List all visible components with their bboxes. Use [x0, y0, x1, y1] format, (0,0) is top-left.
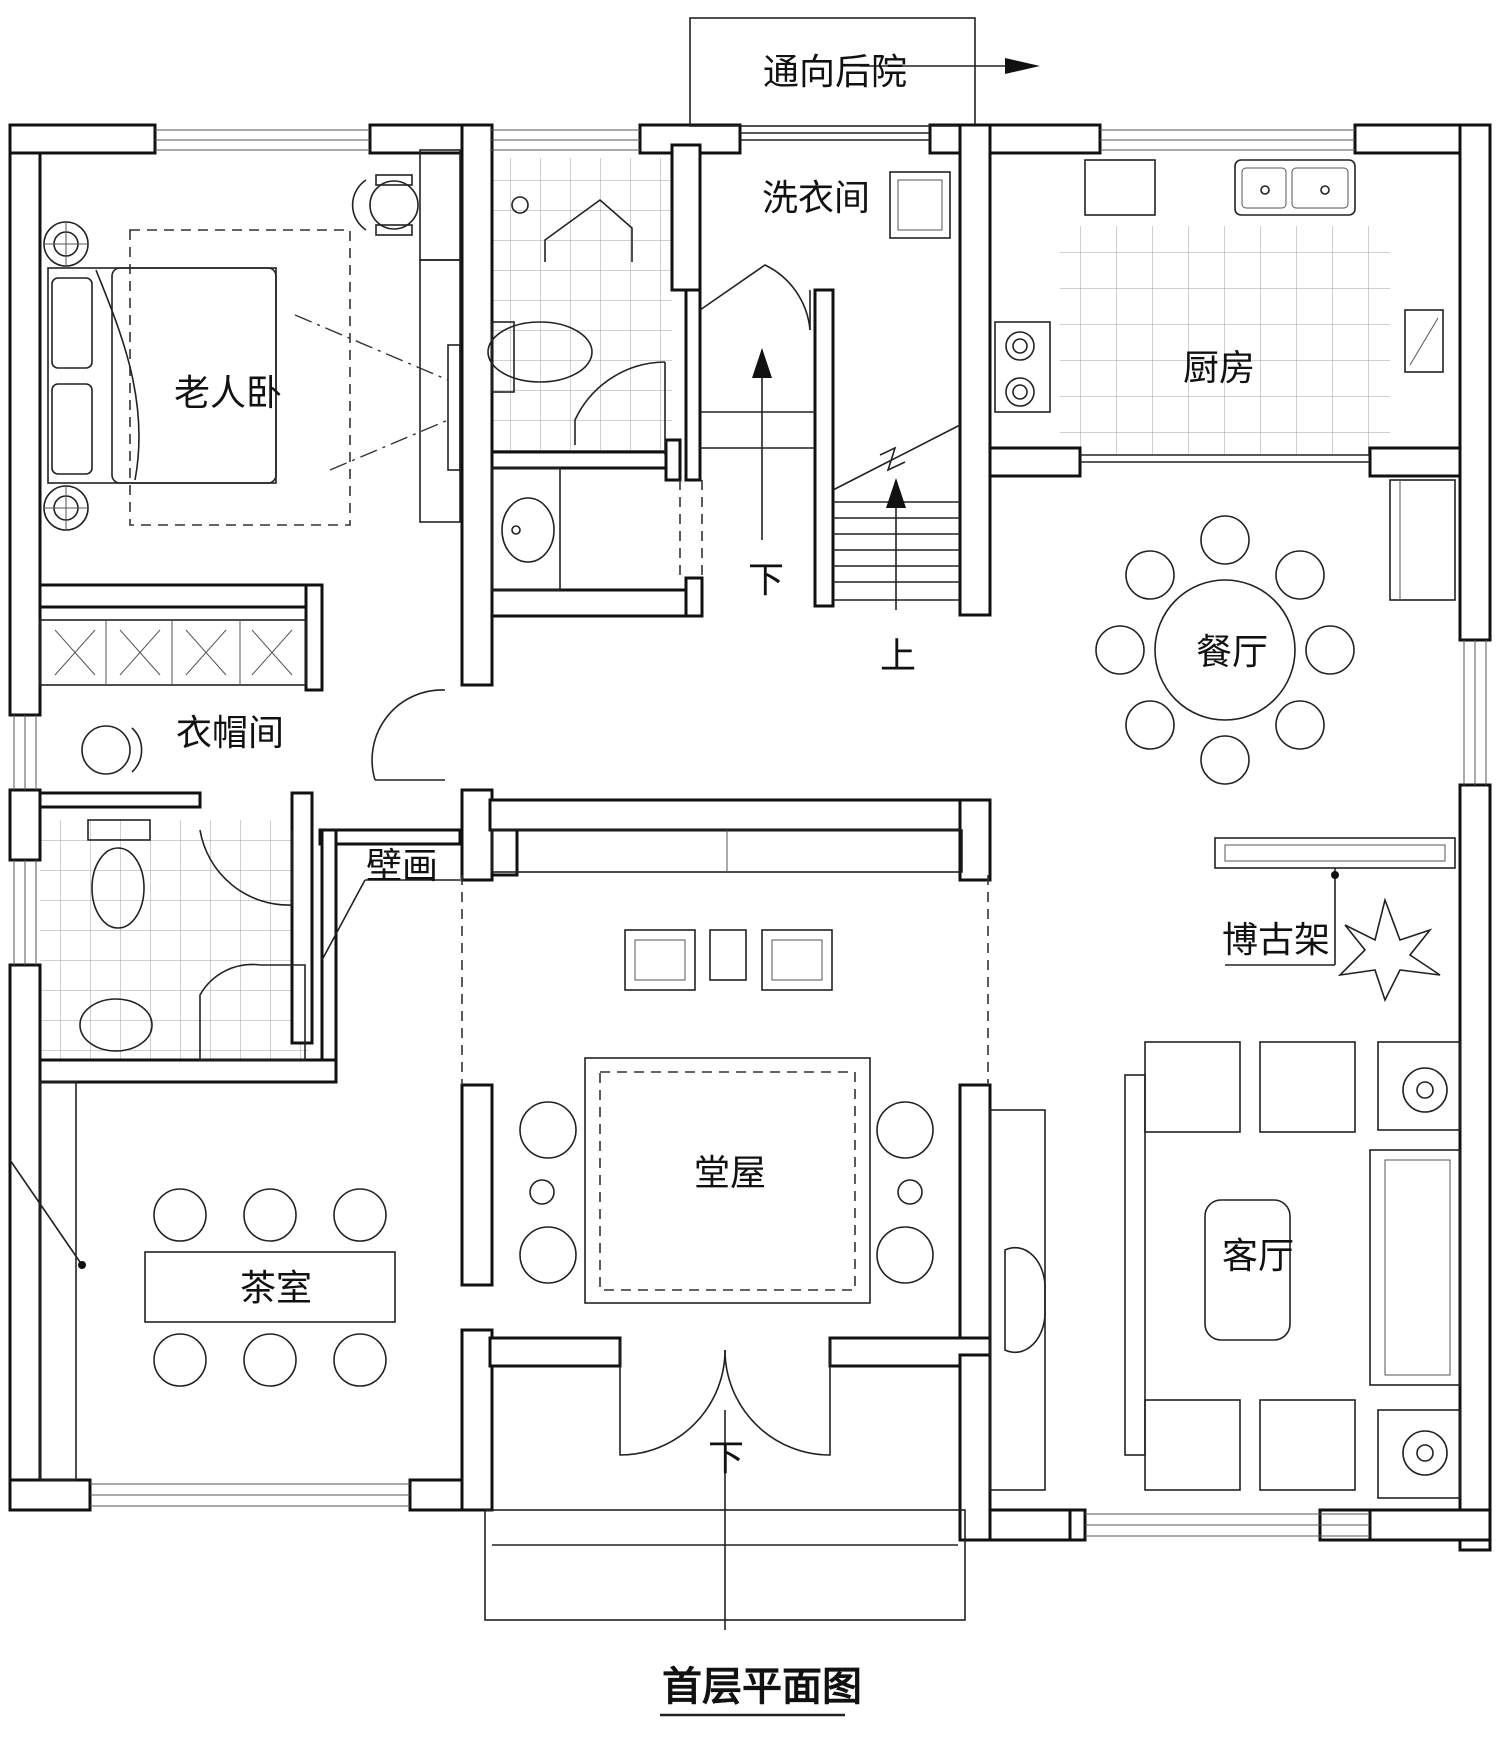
- cloak-bath2: [9, 619, 460, 1481]
- label-tea-room: 茶室: [240, 1268, 312, 1309]
- label-cloakroom: 衣帽间: [176, 713, 284, 754]
- main-hall: [461, 829, 1046, 1630]
- label-antique-shelf: 博古架: [1222, 920, 1330, 961]
- label-elder-bedroom: 老人卧: [174, 373, 282, 414]
- dining-table: [1095, 479, 1456, 785]
- label-main-hall: 堂屋: [694, 1153, 766, 1194]
- bath1-tile-upper: [492, 158, 672, 262]
- bedroom-furniture: [43, 149, 461, 531]
- laundry-stairs: [699, 58, 1040, 610]
- label-mural: 壁画: [366, 846, 438, 887]
- bath1-tile-lower: [492, 262, 672, 452]
- bath2-tile: [40, 820, 308, 1060]
- kitchen-tile: [1060, 226, 1390, 454]
- label-laundry: 洗衣间: [762, 178, 870, 219]
- label-stair-down: 下: [748, 560, 784, 601]
- label-stair-up: 上: [880, 636, 916, 677]
- label-to-backyard: 通向后院: [763, 52, 907, 93]
- label-kitchen: 厨房: [1183, 348, 1255, 389]
- label-entrance-down: 下: [708, 1438, 744, 1479]
- plan-title: 首层平面图: [662, 1664, 862, 1710]
- living-room: [1124, 837, 1461, 1499]
- bathroom1: [487, 196, 703, 591]
- kitchen: [994, 159, 1444, 463]
- label-dining: 餐厅: [1196, 632, 1268, 673]
- tea-room: [144, 1188, 396, 1387]
- windows: [13, 129, 1487, 1537]
- label-living: 客厅: [1222, 1236, 1294, 1277]
